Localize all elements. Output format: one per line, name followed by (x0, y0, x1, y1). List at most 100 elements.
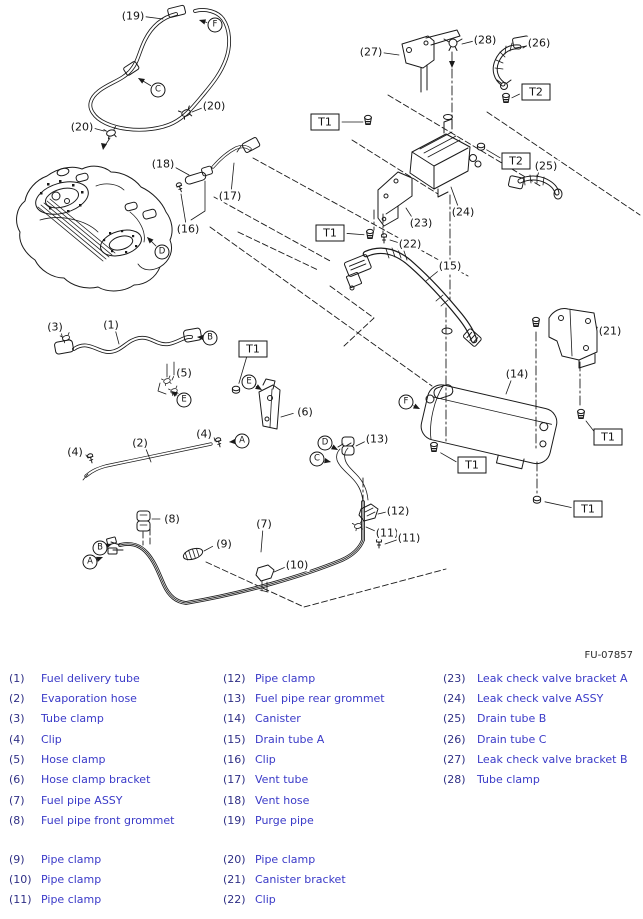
legend-item-label[interactable]: Pipe clamp (41, 872, 102, 886)
legend-item: (2)Evaporation hose (9, 690, 137, 706)
legend-item-label[interactable]: Canister (255, 712, 301, 726)
legend-item-label[interactable]: Evaporation hose (41, 691, 137, 705)
legend-item-number: (13) (223, 691, 246, 705)
legend-item: (18)Vent hose (223, 792, 309, 808)
part-label: (13) (364, 432, 390, 446)
legend-item-label[interactable]: Fuel pipe ASSY (41, 793, 123, 807)
part-label: (4) (66, 445, 84, 459)
legend-item-label[interactable]: Drain tube B (477, 712, 547, 726)
legend-item-label[interactable]: Hose clamp bracket (41, 773, 151, 787)
legend-item: (28) Tube clamp (443, 772, 540, 788)
legend-item-label[interactable]: Tube clamp (41, 712, 104, 726)
part-label: (20) (201, 99, 227, 113)
legend-item-label[interactable]: Fuel pipe rear grommet (255, 691, 385, 705)
canister-art (420, 308, 598, 470)
letter-callout: E (176, 392, 192, 408)
part-label: (21) (597, 324, 623, 338)
figure-code: FU-07857 (584, 650, 634, 661)
legend-item: (7)Fuel pipe ASSY (9, 792, 123, 808)
letter-callout: B (202, 330, 218, 346)
legend-item-number: (8) (9, 813, 25, 827)
construction-lines (149, 51, 641, 608)
legend-item-number: (4) (9, 732, 25, 746)
legend-item: (3) Tube clamp (9, 711, 104, 727)
evaporation-hose-art (82, 442, 213, 481)
legend-item-label[interactable]: Clip (255, 893, 276, 907)
legend-item-label[interactable]: Pipe clamp (41, 852, 102, 866)
legend-item: (9) Pipe clamp (9, 851, 101, 867)
legend-item-number: (1) (9, 671, 25, 685)
legend-item-label[interactable]: Hose clamp (41, 752, 106, 766)
letter-callout: D (154, 244, 170, 260)
legend-item-number: (28) (443, 773, 466, 787)
legend-item: (17) Vent tube (223, 772, 308, 788)
legend-item: (26)Drain tube C (443, 731, 546, 747)
legend-item: (6)Hose clamp bracket (9, 772, 150, 788)
legend-item-number: (11) (9, 893, 32, 907)
legend-item-number: (24) (443, 691, 466, 705)
legend-item: (25) Drain tube B (443, 711, 546, 727)
legend-item-number: (20) (223, 852, 246, 866)
legend-item-label[interactable]: Fuel delivery tube (41, 671, 140, 685)
purge-pipe-art (88, 4, 231, 150)
legend-item-label[interactable]: Drain tube C (477, 732, 547, 746)
part-label: (9) (215, 537, 233, 551)
legend-item-number: (25) (443, 712, 466, 726)
legend-item-label[interactable]: Clip (255, 752, 276, 766)
diagram-area: (19)(20)(20)(18)(17)(16)(27)(28)(26)(25)… (16, 4, 641, 661)
legend-item: (11) Pipe clamp (9, 892, 101, 908)
legend-item-label[interactable]: Drain tube A (255, 732, 325, 746)
legend-item: (10)Pipe clamp (9, 871, 101, 887)
legend-item-number: (19) (223, 813, 246, 827)
fuel-delivery-tube-art (54, 327, 281, 430)
legend-item-label[interactable]: Canister bracket (255, 872, 346, 886)
legend-item-label[interactable]: Leak check valve ASSY (477, 691, 604, 705)
t-ref-box: T1 (593, 428, 623, 446)
legend-item-label[interactable]: Vent hose (255, 793, 310, 807)
legend-item-label[interactable]: Fuel pipe front grommet (41, 813, 175, 827)
legend-item-number: (17) (223, 773, 246, 787)
legend-item: (24) Leak check valve ASSY (443, 690, 603, 706)
letter-callout: C (150, 82, 166, 98)
legend-item-number: (21) (223, 872, 246, 886)
legend-item-label[interactable]: Pipe clamp (255, 671, 316, 685)
part-label: (20) (69, 120, 95, 134)
legend-item-number: (9) (9, 852, 25, 866)
part-label: (2) (131, 436, 149, 450)
t-ref-box: T2 (521, 83, 551, 101)
part-label: (5) (175, 366, 193, 380)
legend-item: (8) Fuel pipe front grommet (9, 812, 174, 828)
legend-item-label[interactable]: Tube clamp (477, 773, 540, 787)
part-label: (8) (163, 512, 181, 526)
legend-item-label[interactable]: Leak check valve bracket A (477, 671, 628, 685)
part-label: (4) (195, 427, 213, 441)
part-label: (3) (46, 320, 64, 334)
part-label: (12) (385, 504, 411, 518)
letter-callout: A (82, 554, 98, 570)
part-label: (17) (217, 189, 243, 203)
legend-item-label[interactable]: Pipe clamp (255, 852, 316, 866)
t-ref-box: T1 (238, 340, 268, 358)
legend-item-number: (5) (9, 752, 25, 766)
legend-item-label[interactable]: Purge pipe (255, 813, 314, 827)
letter-callout: A (234, 433, 250, 449)
legend-item: (14)Canister (223, 711, 301, 727)
t-ref-box: T1 (573, 500, 603, 518)
legend-item-number: (22) (223, 893, 246, 907)
letter-callout: B (92, 540, 108, 556)
legend-item-label[interactable]: Leak check valve bracket B (477, 752, 628, 766)
part-label: (24) (450, 205, 476, 219)
legend-item-number: (3) (9, 712, 25, 726)
legend-item-label[interactable]: Vent tube (255, 773, 309, 787)
legend-item-number: (15) (223, 732, 246, 746)
legend-item: (1) Fuel delivery tube (9, 670, 140, 686)
letter-callout: E (241, 374, 257, 390)
t-ref-box: T2 (501, 152, 531, 170)
part-label: (26) (526, 36, 552, 50)
letter-callout: F (207, 17, 223, 33)
legend-item-label[interactable]: Pipe clamp (41, 893, 102, 907)
legend-item-label[interactable]: Clip (41, 732, 62, 746)
legend-item: (13) Fuel pipe rear grommet (223, 690, 385, 706)
part-label: (22) (397, 237, 423, 251)
